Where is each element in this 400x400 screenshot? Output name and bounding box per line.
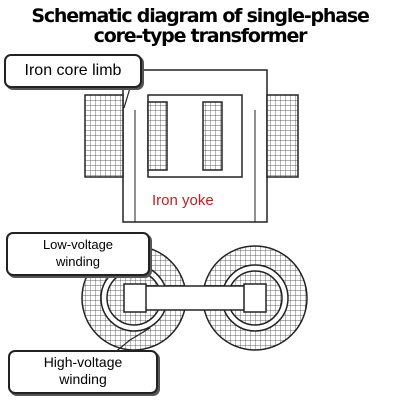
left-outer-winding: [84, 94, 124, 178]
right-inner-winding: [202, 101, 223, 171]
high-voltage-line-2: winding: [59, 371, 107, 387]
low-voltage-winding-label: Low-voltage winding: [6, 232, 150, 276]
iron-core-limb-text: Iron core limb: [24, 62, 122, 79]
right-outer-winding: [266, 94, 299, 178]
title-line-1: Schematic diagram of single-phase: [31, 5, 370, 27]
left-inner-winding: [147, 101, 168, 171]
core-limb-pointer: [123, 87, 131, 109]
core-bar-top-view: [125, 285, 265, 311]
title-line-2: core-type transformer: [93, 25, 308, 47]
iron-yoke-label: Iron yoke: [152, 192, 214, 209]
low-voltage-line-2: winding: [55, 254, 101, 269]
high-voltage-winding-label: High-voltage winding: [8, 350, 158, 394]
low-voltage-line-1: Low-voltage: [42, 237, 114, 252]
left-limb-section: [123, 283, 147, 313]
core-front-view: [84, 69, 299, 223]
core-top-view: [81, 245, 308, 351]
right-limb-section: [243, 283, 267, 313]
iron-core-limb-label: Iron core limb: [4, 54, 142, 88]
high-voltage-line-1: High-voltage: [43, 354, 123, 370]
